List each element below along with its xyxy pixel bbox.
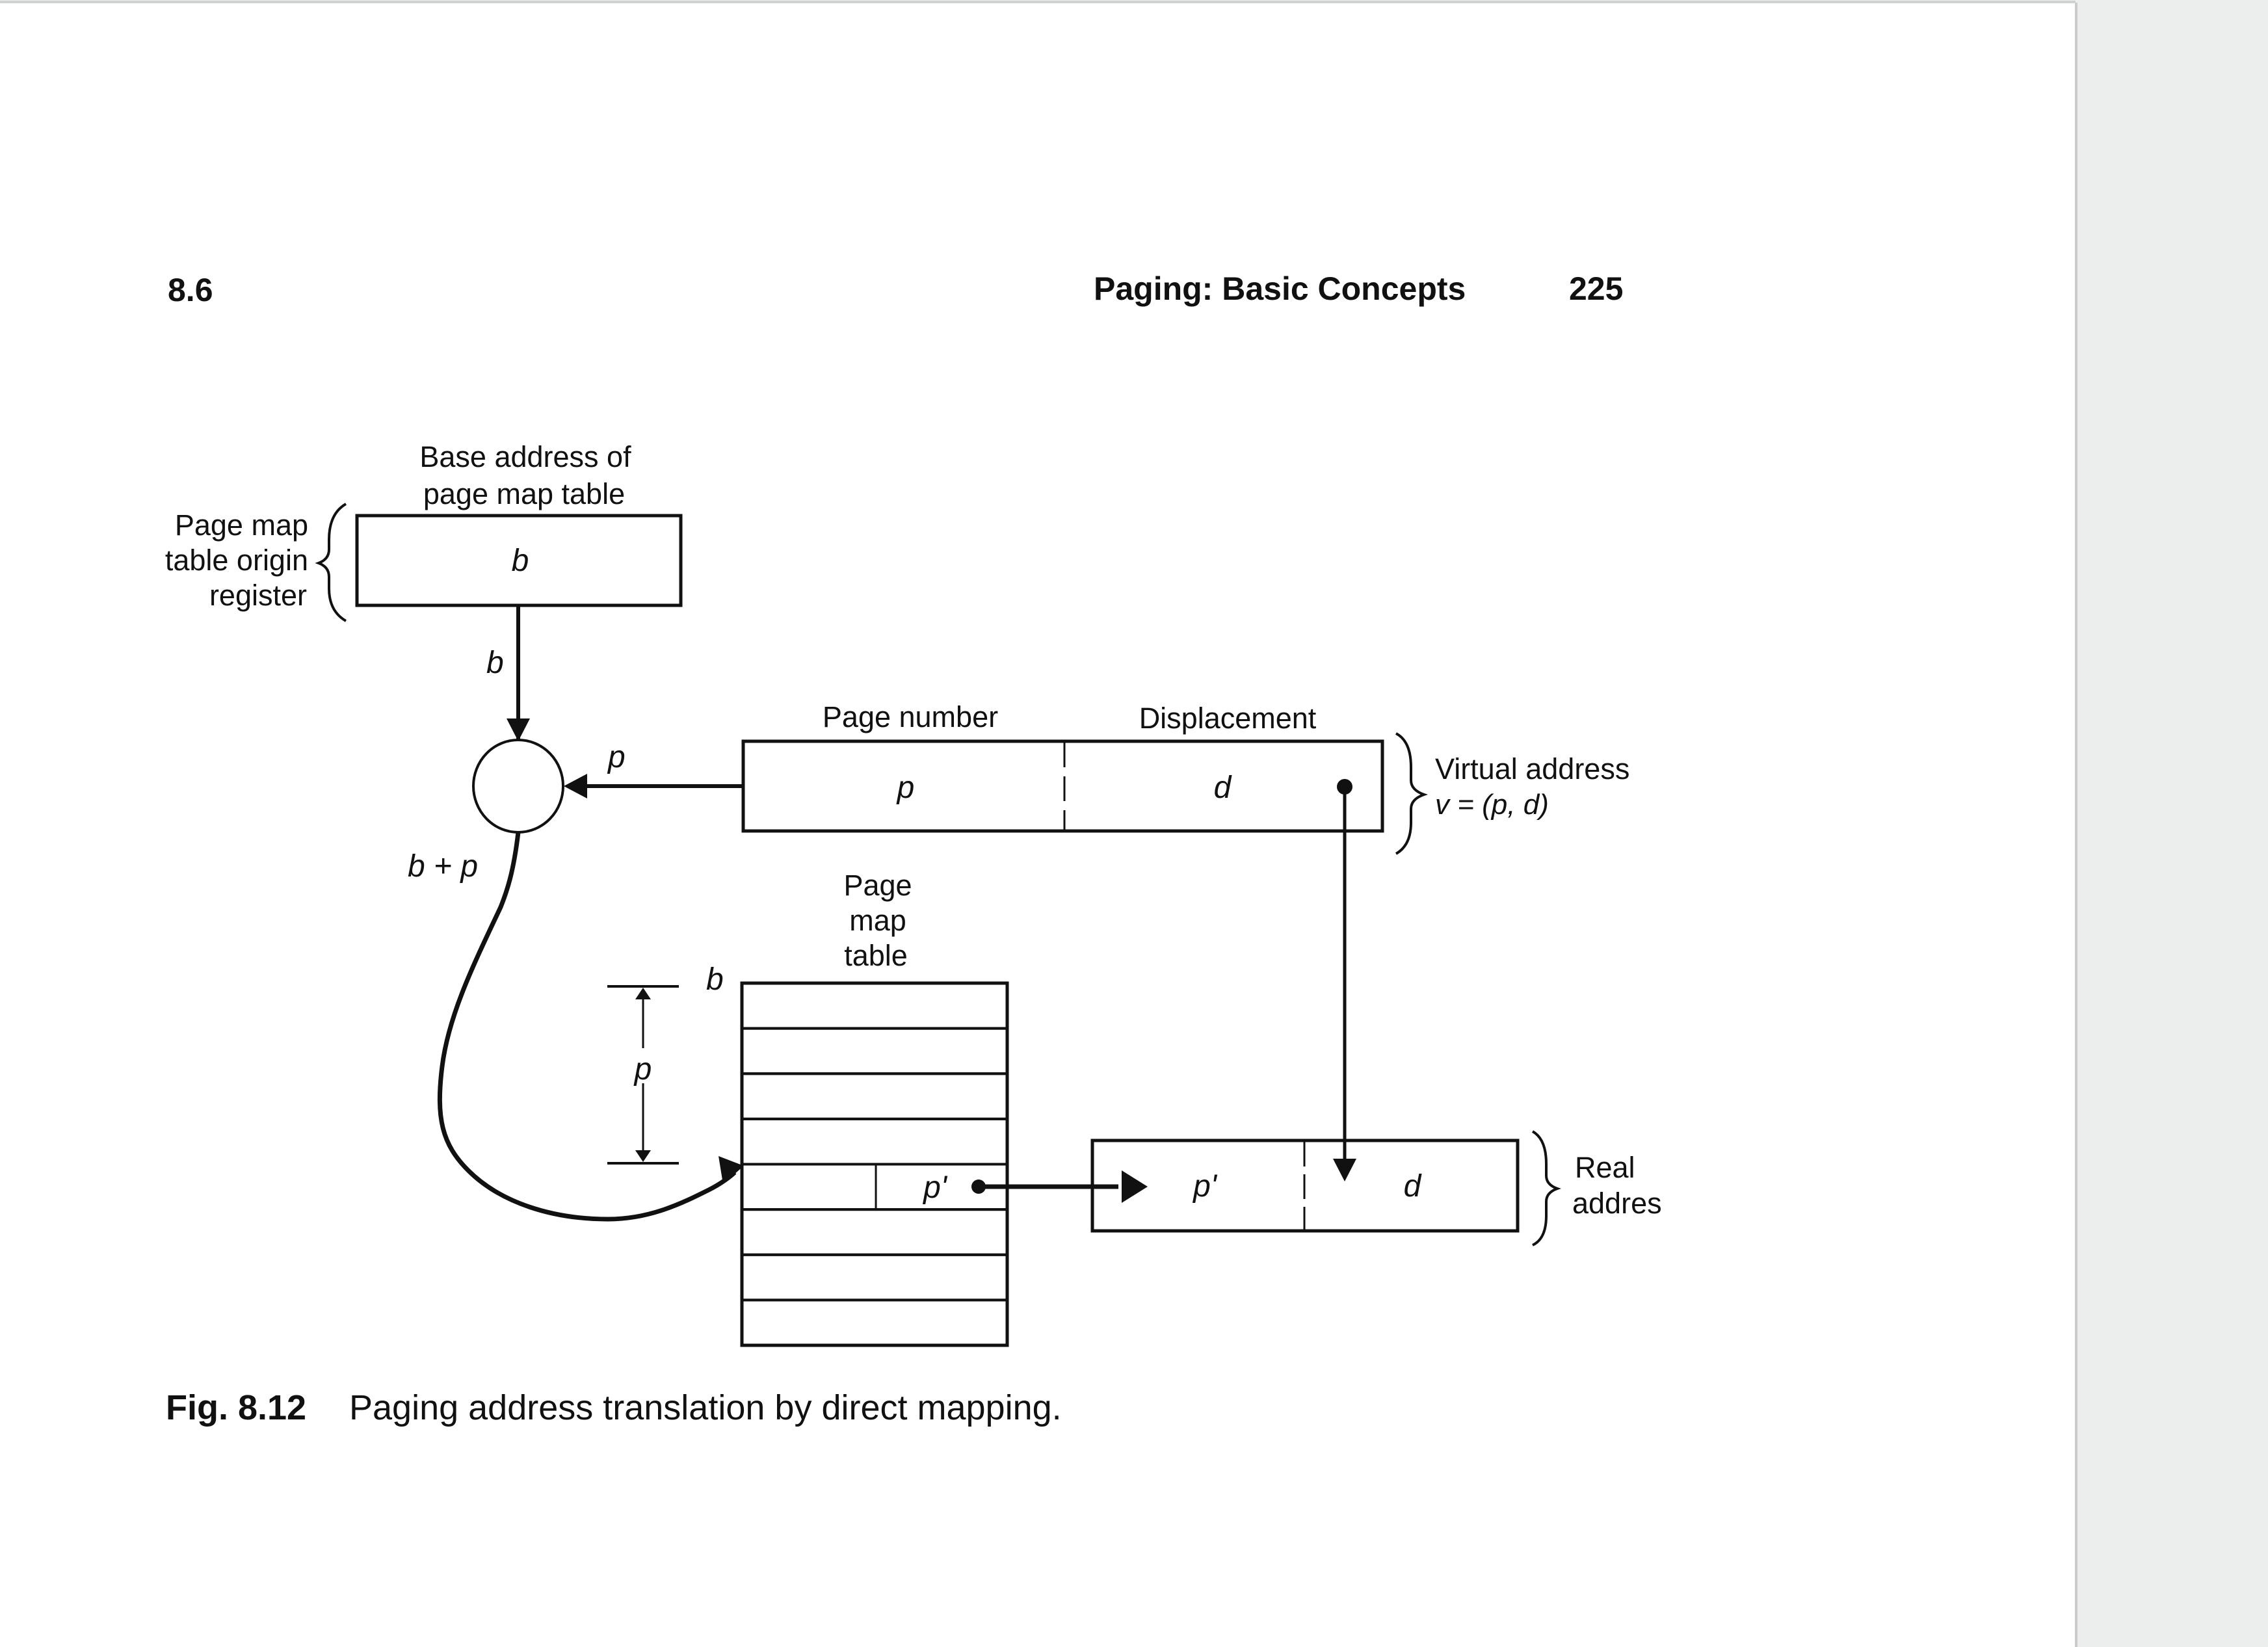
dimension-arrow-up <box>635 988 651 999</box>
page-map-table-base-label: b <box>706 962 724 997</box>
real-page-field: p' <box>1192 1169 1218 1204</box>
page-map-table <box>740 981 1009 1347</box>
page-map-table-title-line3: table <box>844 939 908 972</box>
register-side-label-line1: Page map <box>175 508 308 542</box>
page-map-table-title-line2: map <box>849 904 906 937</box>
register-caption-line2: page map table <box>423 477 625 510</box>
register-side-label-line2: table origin <box>165 544 308 577</box>
register-caption-line1: Base address of <box>419 440 631 473</box>
real-address-label-line1: Real <box>1575 1151 1635 1184</box>
arrow-b-head <box>507 718 530 741</box>
arrow-p-head <box>564 774 587 798</box>
virtual-page-field: p <box>896 771 915 805</box>
arrow-sum-to-table-row <box>437 832 737 1222</box>
page-map-table-row <box>741 1298 1009 1347</box>
selected-entry-value: p' <box>922 1170 948 1205</box>
virtual-address-right-brace <box>1395 732 1429 855</box>
dimension-arrow-down <box>635 1150 651 1162</box>
virtual-address-label-line2: v = (p, d) <box>1435 789 1549 821</box>
arrow-sum-head <box>719 1156 744 1184</box>
register-value: b <box>512 544 529 578</box>
figure-number: Fig. 8.12 <box>166 1388 306 1427</box>
page-number-header: Page number <box>823 700 998 733</box>
arrow-entry-head <box>1122 1170 1148 1203</box>
displacement-header: Displacement <box>1139 702 1317 735</box>
sum-label: b + p <box>408 849 478 884</box>
virtual-address-label-line1: Virtual address <box>1435 752 1629 785</box>
figure-caption: Paging address translation by direct map… <box>349 1388 1062 1427</box>
dimension-offset-label: p <box>633 1052 652 1087</box>
real-address-right-brace <box>1531 1130 1562 1246</box>
register-left-brace <box>315 503 347 622</box>
arrow-p-label: p <box>607 740 626 774</box>
real-address-label-line2: addres <box>1572 1187 1662 1220</box>
virtual-address-register <box>741 739 1384 833</box>
real-address-register <box>1090 1139 1520 1233</box>
virtual-displacement-field: d <box>1214 771 1232 805</box>
page-map-table-title-line1: Page <box>843 869 912 902</box>
page-number: 225 <box>1569 270 1623 307</box>
running-title: Paging: Basic Concepts <box>1094 270 1466 307</box>
paper-page <box>0 3 2076 1647</box>
real-displacement-field: d <box>1404 1169 1422 1204</box>
arrow-displacement-head <box>1333 1159 1356 1181</box>
arrow-b-label: b <box>486 646 504 680</box>
register-side-label-line3: register <box>209 579 307 612</box>
section-number: 8.6 <box>168 272 213 308</box>
